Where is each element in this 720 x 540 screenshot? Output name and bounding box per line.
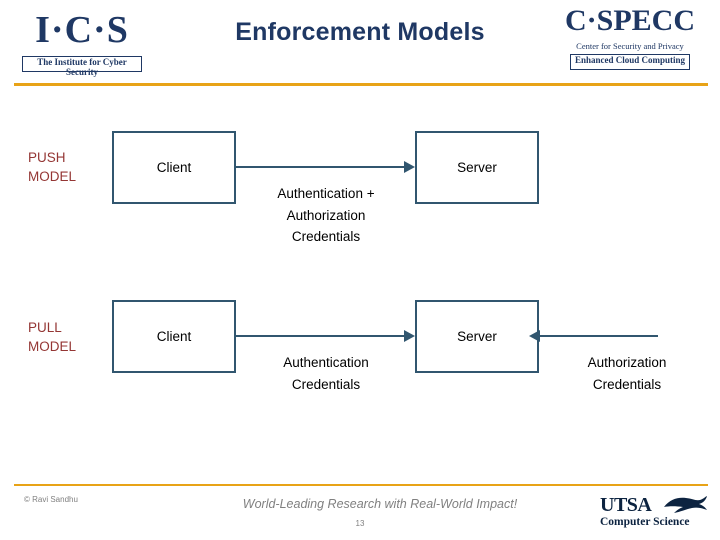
ics-wordmark: I·C·S: [35, 9, 129, 51]
header-rule-left: [14, 83, 148, 86]
page-title: Enforcement Models: [235, 18, 485, 46]
ics-subtitle: The Institute for Cyber Security: [37, 57, 127, 77]
pull-authorization-line1: Authorization: [587, 355, 667, 370]
push-model-label-line1: PUSH: [28, 150, 66, 165]
utsa-logo: UTSA Computer Science: [600, 494, 708, 530]
push-arrow-line: [236, 166, 404, 168]
pull-server-label: Server: [457, 329, 497, 344]
pull-model-label-line1: PULL: [28, 320, 62, 335]
pull-model-label-line2: MODEL: [28, 339, 77, 354]
push-server-label: Server: [457, 160, 497, 175]
push-model-label-line2: MODEL: [28, 169, 77, 184]
pull-side-arrow-head-icon: [529, 330, 540, 342]
push-credentials-caption: Authentication + Authorization Credentia…: [236, 183, 416, 248]
footer-tagline: World-Leading Research with Real-World I…: [242, 497, 518, 511]
pull-arrow-line: [236, 335, 404, 337]
push-arrow-head-icon: [404, 161, 415, 173]
push-server-box[interactable]: Server: [415, 131, 539, 204]
push-client-label: Client: [156, 160, 192, 175]
cspecc-subtitle-line2: Enhanced Cloud Computing: [574, 55, 686, 65]
footer-rule: [14, 484, 708, 486]
cspecc-subtitle-box: [570, 54, 690, 70]
pull-server-box[interactable]: Server: [415, 300, 539, 373]
pull-authorization-caption: Authorization Credentials: [552, 352, 702, 395]
pull-side-arrow-line: [540, 335, 658, 337]
pull-client-label: Client: [156, 329, 192, 344]
pull-client-box[interactable]: Client: [112, 300, 236, 373]
utsa-sub-wordmark: Computer Science: [600, 516, 690, 528]
cspecc-wordmark: C·SPECC: [564, 4, 696, 37]
pull-credentials-line2: Credentials: [291, 376, 361, 392]
header-rule-center: [148, 83, 552, 86]
push-credentials-line3: Credentials: [291, 229, 361, 244]
pull-model-label: PULL MODEL: [28, 318, 76, 356]
pull-credentials-line1: Authentication: [283, 355, 369, 370]
pull-authorization-line2: Credentials: [592, 376, 662, 392]
utsa-wordmark: UTSA: [600, 494, 652, 516]
copyright-text: © Ravi Sandhu: [24, 495, 78, 504]
pull-credentials-caption: Authentication Credentials: [236, 352, 416, 395]
ics-subtitle-box: [22, 56, 142, 72]
pull-arrow-head-icon: [404, 330, 415, 342]
push-client-box[interactable]: Client: [112, 131, 236, 204]
push-credentials-line1: Authentication +: [277, 186, 375, 201]
header-rule-right: [552, 83, 708, 86]
cspecc-logo: C·SPECC Center for Security and Privacy …: [552, 4, 708, 82]
slide-header: I·C·S The Institute for Cyber Security E…: [0, 0, 720, 88]
ics-logo: I·C·S The Institute for Cyber Security: [14, 6, 150, 82]
slide-number: 13: [355, 519, 365, 528]
push-model-label: PUSH MODEL: [28, 148, 76, 186]
utsa-roadrunner-icon: [664, 496, 707, 513]
push-credentials-line2: Authorization: [286, 207, 366, 223]
cspecc-subtitle-line1: Center for Security and Privacy: [576, 41, 684, 51]
